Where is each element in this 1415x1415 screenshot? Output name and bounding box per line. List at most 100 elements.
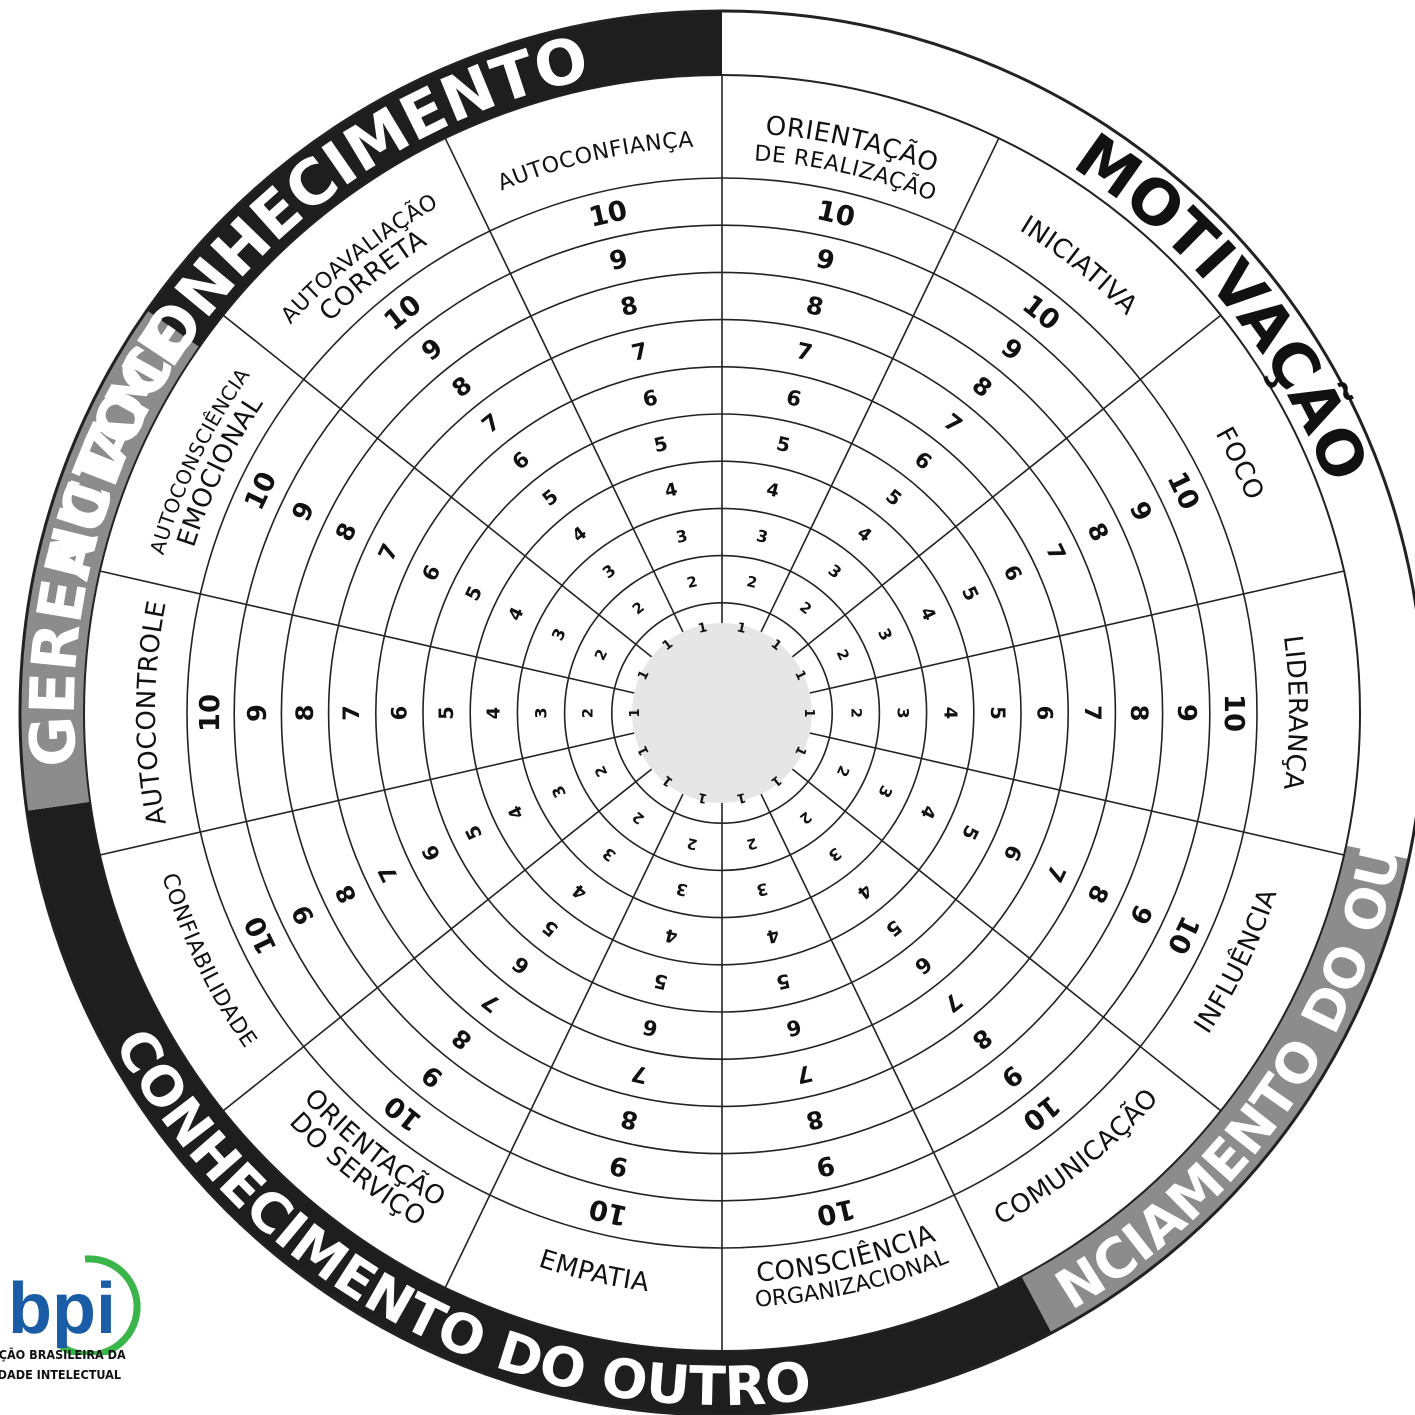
score-number: 8 [803,1104,826,1135]
score-number: 7 [1040,861,1070,886]
score-number: 5 [461,582,488,604]
spoke-line [791,768,1222,1112]
spoke-line [99,570,635,694]
score-number: 9 [607,244,631,277]
area-band-5 [19,310,200,811]
score-number: 9 [1171,704,1201,722]
abpi-logo: bpi AÇÃO BRASILEIRA DA EDADE INTELECTUAL [0,1245,160,1415]
score-number: 5 [652,969,670,994]
outer-ring [18,9,1415,1415]
score-number: 4 [568,879,591,903]
score-number: 2 [592,647,612,664]
score-number: 3 [548,782,570,800]
score-number: 4 [663,924,680,947]
score-number: 2 [685,834,699,853]
segment-5-label: INFLUÊNCIA [1189,885,1284,1039]
score-number: 9 [416,333,449,368]
logo-caption-line-2: EDADE INTELECTUAL [0,1367,121,1382]
score-number: 3 [532,707,551,718]
segment-label-line: INFLUÊNCIA [1189,885,1284,1039]
score-number: 9 [286,497,321,526]
score-number: 9 [416,1059,449,1094]
score-number: 3 [825,561,846,583]
score-number: 8 [330,518,363,545]
score-number: 10 [239,467,283,515]
spoke-line [760,137,1000,633]
score-number: 6 [784,385,804,412]
score-number: 9 [995,1059,1028,1094]
score-number: 7 [794,338,815,367]
score-number: 2 [833,647,853,664]
segment-label-line: LIDERANÇA [1277,634,1312,792]
score-number: 4 [940,707,961,719]
spoke-line [809,732,1345,856]
segment-4-label: LIDERANÇA [1277,634,1312,792]
score-number: 7 [629,1059,650,1088]
score-number: 1 [801,708,816,717]
score-number: 9 [607,1149,631,1182]
score-number: 7 [339,705,365,721]
spoke-line [760,793,1000,1289]
score-number: 4 [568,523,591,547]
logo-caption-line-1: AÇÃO BRASILEIRA DA [0,1347,126,1362]
score-number: 9 [1123,497,1158,526]
score-number: 2 [592,763,612,780]
spoke-line [809,570,1345,694]
score-number: 4 [853,879,876,903]
score-number: 4 [853,523,876,547]
score-number: 6 [508,951,534,979]
spoke-line [444,137,684,633]
score-number: 8 [1081,880,1114,907]
score-number: 7 [938,409,967,439]
score-number: 7 [374,861,404,886]
spoke-line [444,793,684,1289]
score-number: 6 [640,385,660,412]
score-number: 3 [825,844,846,866]
score-number: 8 [618,1104,641,1135]
score-number: 4 [915,604,939,624]
score-number: 4 [483,707,504,719]
score-number: 5 [538,915,563,941]
score-number: 9 [243,704,273,722]
score-number: 7 [374,540,404,565]
center-hub [632,623,812,803]
area-band-3 [1021,845,1409,1333]
score-number: 9 [813,1149,837,1182]
score-number: 5 [774,432,792,457]
segment-10-label: CONFIABILIDADE [156,870,261,1052]
score-number: 3 [674,526,689,547]
score-number: 2 [685,573,699,592]
spoke-line [99,732,635,856]
score-number: 1 [697,789,709,806]
score-number: 7 [794,1059,815,1088]
score-number: 8 [803,291,826,322]
segment-label-line: AUTOCONTROLE [132,598,173,828]
score-number: 6 [640,1014,660,1041]
score-number: 2 [629,599,648,619]
score-number: 8 [447,1023,478,1055]
score-number: 3 [894,707,913,718]
score-number: 9 [286,900,321,929]
score-number: 10 [1218,694,1249,732]
segment-label-line: CONFIABILIDADE [156,870,261,1052]
segment-label-line: FOCO [1209,422,1269,504]
score-number: 6 [1033,706,1057,721]
score-number: 5 [957,582,984,604]
score-number: 1 [735,789,747,806]
score-number: 7 [938,987,967,1017]
spoke-line [222,314,653,658]
score-number: 8 [1125,705,1153,722]
score-number: 5 [881,484,906,510]
score-number: 7 [1079,705,1105,721]
score-number: 9 [813,244,837,277]
score-number: 10 [195,694,226,732]
score-number: 2 [745,573,759,592]
score-number: 2 [796,808,815,828]
score-number: 6 [784,1014,804,1041]
area-label-5: AUTOGERENCIAMENTO [0,0,207,768]
score-number: 2 [796,599,815,619]
score-number: 5 [774,969,792,994]
score-number: 10 [586,1192,630,1231]
score-number: 8 [967,371,998,403]
